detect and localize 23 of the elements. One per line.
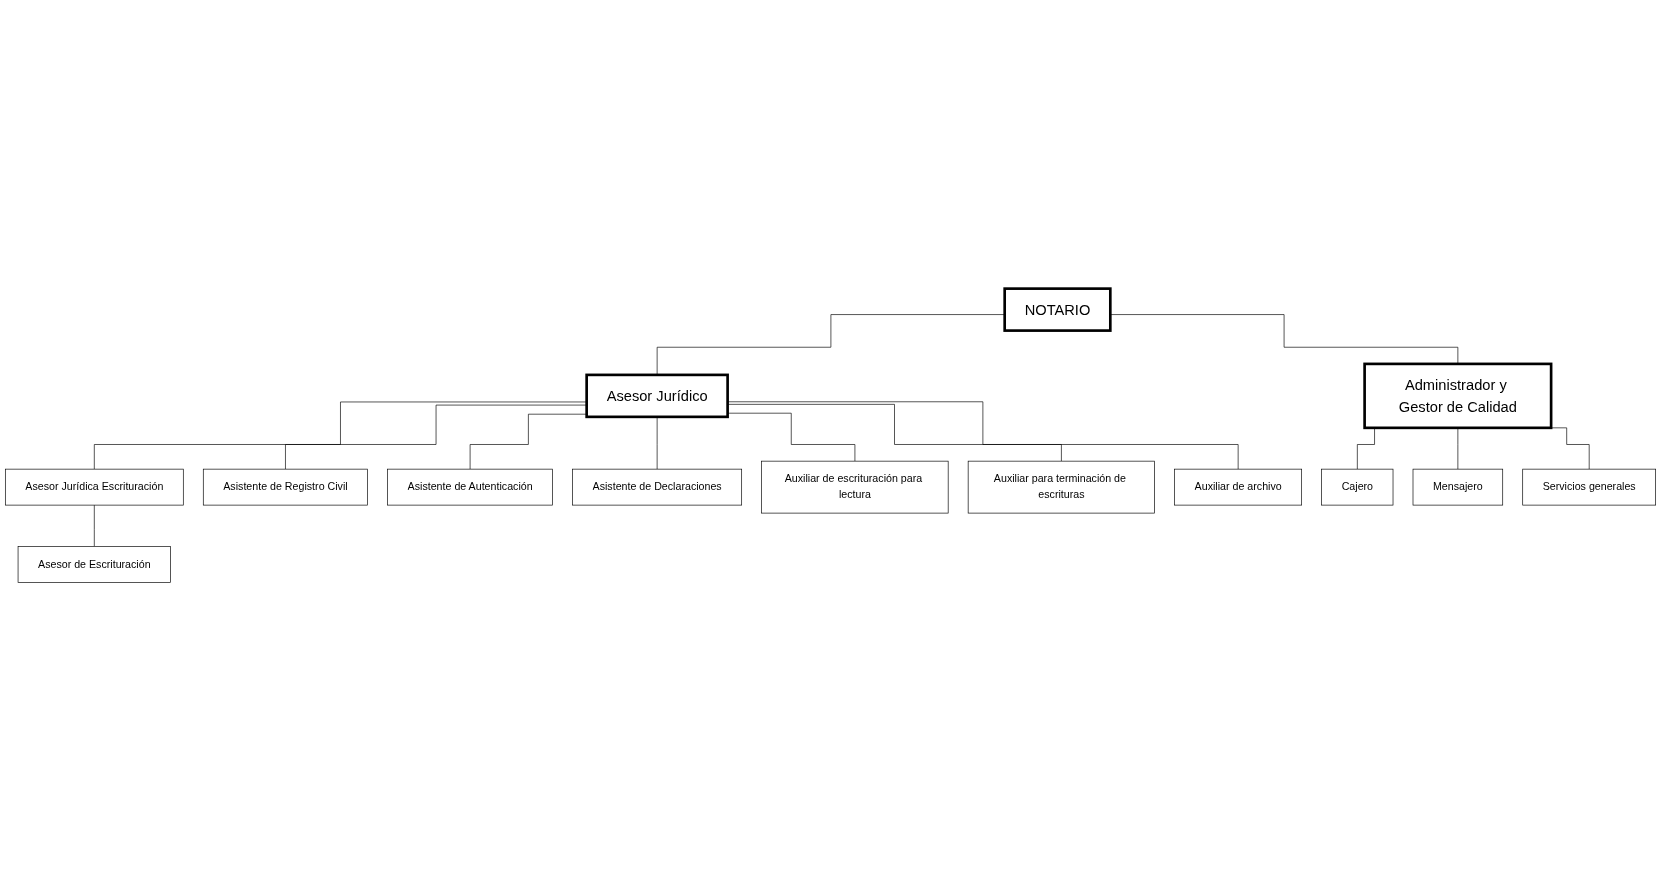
node-box: Auxiliar de escrituración para lectura	[761, 460, 949, 514]
connector	[93, 504, 95, 547]
node-box: Asesor Jurídico	[585, 373, 729, 419]
node-box: Servicios generales	[1522, 468, 1656, 506]
node-box: Auxiliar para terminación de escrituras	[967, 460, 1155, 514]
node-box: Cajero	[1321, 468, 1394, 506]
connector	[285, 404, 587, 470]
node-box: Asistente de Autenticación	[387, 468, 553, 506]
connector	[1457, 427, 1459, 470]
connector	[656, 416, 658, 470]
node-box: NOTARIO	[1003, 287, 1112, 332]
node-box: Administrador y Gestor de Calidad	[1363, 362, 1553, 430]
node-box: Asistente de Registro Civil	[202, 468, 368, 506]
node-box: Mensajero	[1412, 468, 1504, 506]
connector	[727, 401, 1239, 470]
connector	[93, 401, 587, 470]
node-box: Asesor Jurídica Escrituración	[5, 468, 184, 506]
connector	[727, 404, 1062, 462]
connector	[469, 413, 587, 470]
node-box: Asesor de Escrituración	[17, 546, 171, 583]
connector	[727, 412, 856, 462]
node-box: Asistente de Declaraciones	[572, 468, 742, 506]
node-box: Auxiliar de archivo	[1174, 468, 1302, 506]
